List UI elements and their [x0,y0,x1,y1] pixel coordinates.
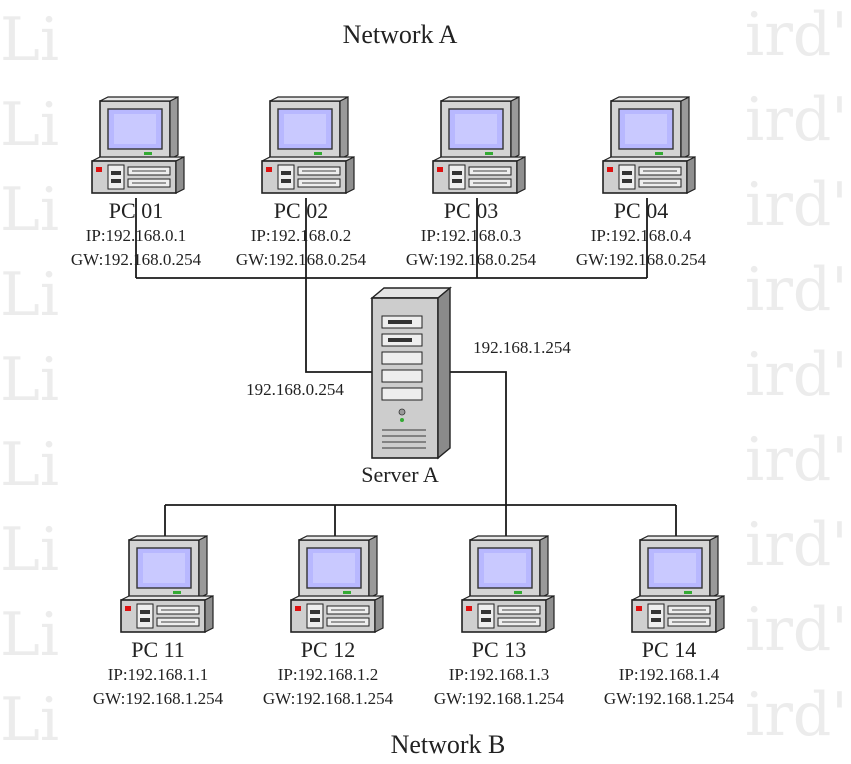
pc-04-computer-icon [602,96,696,194]
pc-14-label: PC 14 IP:192.168.1.4 GW:192.168.1.254 [579,637,759,711]
pc-name: PC 14 [641,637,697,662]
pc-13-computer-icon [461,535,555,633]
pc-name: PC 13 [471,637,527,662]
pc-01-label: PC 01 IP:192.168.0.1 GW:192.168.0.254 [46,198,226,272]
pc-04-label: PC 04 IP:192.168.0.4 GW:192.168.0.254 [551,198,731,272]
pc-ip: IP:192.168.1.3 [448,665,550,684]
server-name: Server A [361,462,439,487]
pc-name: PC 02 [273,198,329,223]
pc-gateway: GW:192.168.0.254 [405,250,537,269]
pc-ip: IP:192.168.1.4 [618,665,720,684]
pc-03-computer-icon [432,96,526,194]
pc-gateway: GW:192.168.1.254 [433,689,565,708]
pc-gateway: GW:192.168.1.254 [92,689,224,708]
server-link-a [305,278,372,373]
server-a-tower-icon [371,287,451,459]
pc-name: PC 12 [300,637,356,662]
pc-12-label: PC 12 IP:192.168.1.2 GW:192.168.1.254 [238,637,418,711]
network-a-links [135,198,648,373]
pc-ip: IP:192.168.0.2 [250,226,352,245]
pc-ip: IP:192.168.0.3 [420,226,522,245]
server-interface-a-address: 192.168.0.254 [246,380,344,399]
pc-name: PC 03 [443,198,499,223]
pc-name: PC 04 [613,198,669,223]
network-b-links [164,371,677,540]
pc-gateway: GW:192.168.0.254 [70,250,202,269]
pc-01-computer-icon [91,96,185,194]
pc-13-label: PC 13 IP:192.168.1.3 GW:192.168.1.254 [409,637,589,711]
server-link-b [436,371,507,505]
pc-03-label: PC 03 IP:192.168.0.3 GW:192.168.0.254 [381,198,561,272]
pc-ip: IP:192.168.0.4 [590,226,692,245]
pc-02-computer-icon [261,96,355,194]
pc-gateway: GW:192.168.1.254 [262,689,394,708]
pc-ip: IP:192.168.1.2 [277,665,379,684]
pc-name: PC 11 [131,637,185,662]
server-interface-b-address: 192.168.1.254 [473,338,571,357]
pc-11-computer-icon [120,535,214,633]
network-b-title: Network B [390,730,506,759]
pc-02-label: PC 02 IP:192.168.0.2 GW:192.168.0.254 [211,198,391,272]
pc-gateway: GW:192.168.1.254 [603,689,735,708]
pc-12-computer-icon [290,535,384,633]
pc-gateway: GW:192.168.0.254 [235,250,367,269]
pc-11-label: PC 11 IP:192.168.1.1 GW:192.168.1.254 [68,637,248,711]
pc-ip: IP:192.168.1.1 [107,665,209,684]
pc-ip: IP:192.168.0.1 [85,226,187,245]
pc-14-computer-icon [631,535,725,633]
pc-name: PC 01 [108,198,164,223]
pc-gateway: GW:192.168.0.254 [575,250,707,269]
network-a-title: Network A [342,20,458,49]
